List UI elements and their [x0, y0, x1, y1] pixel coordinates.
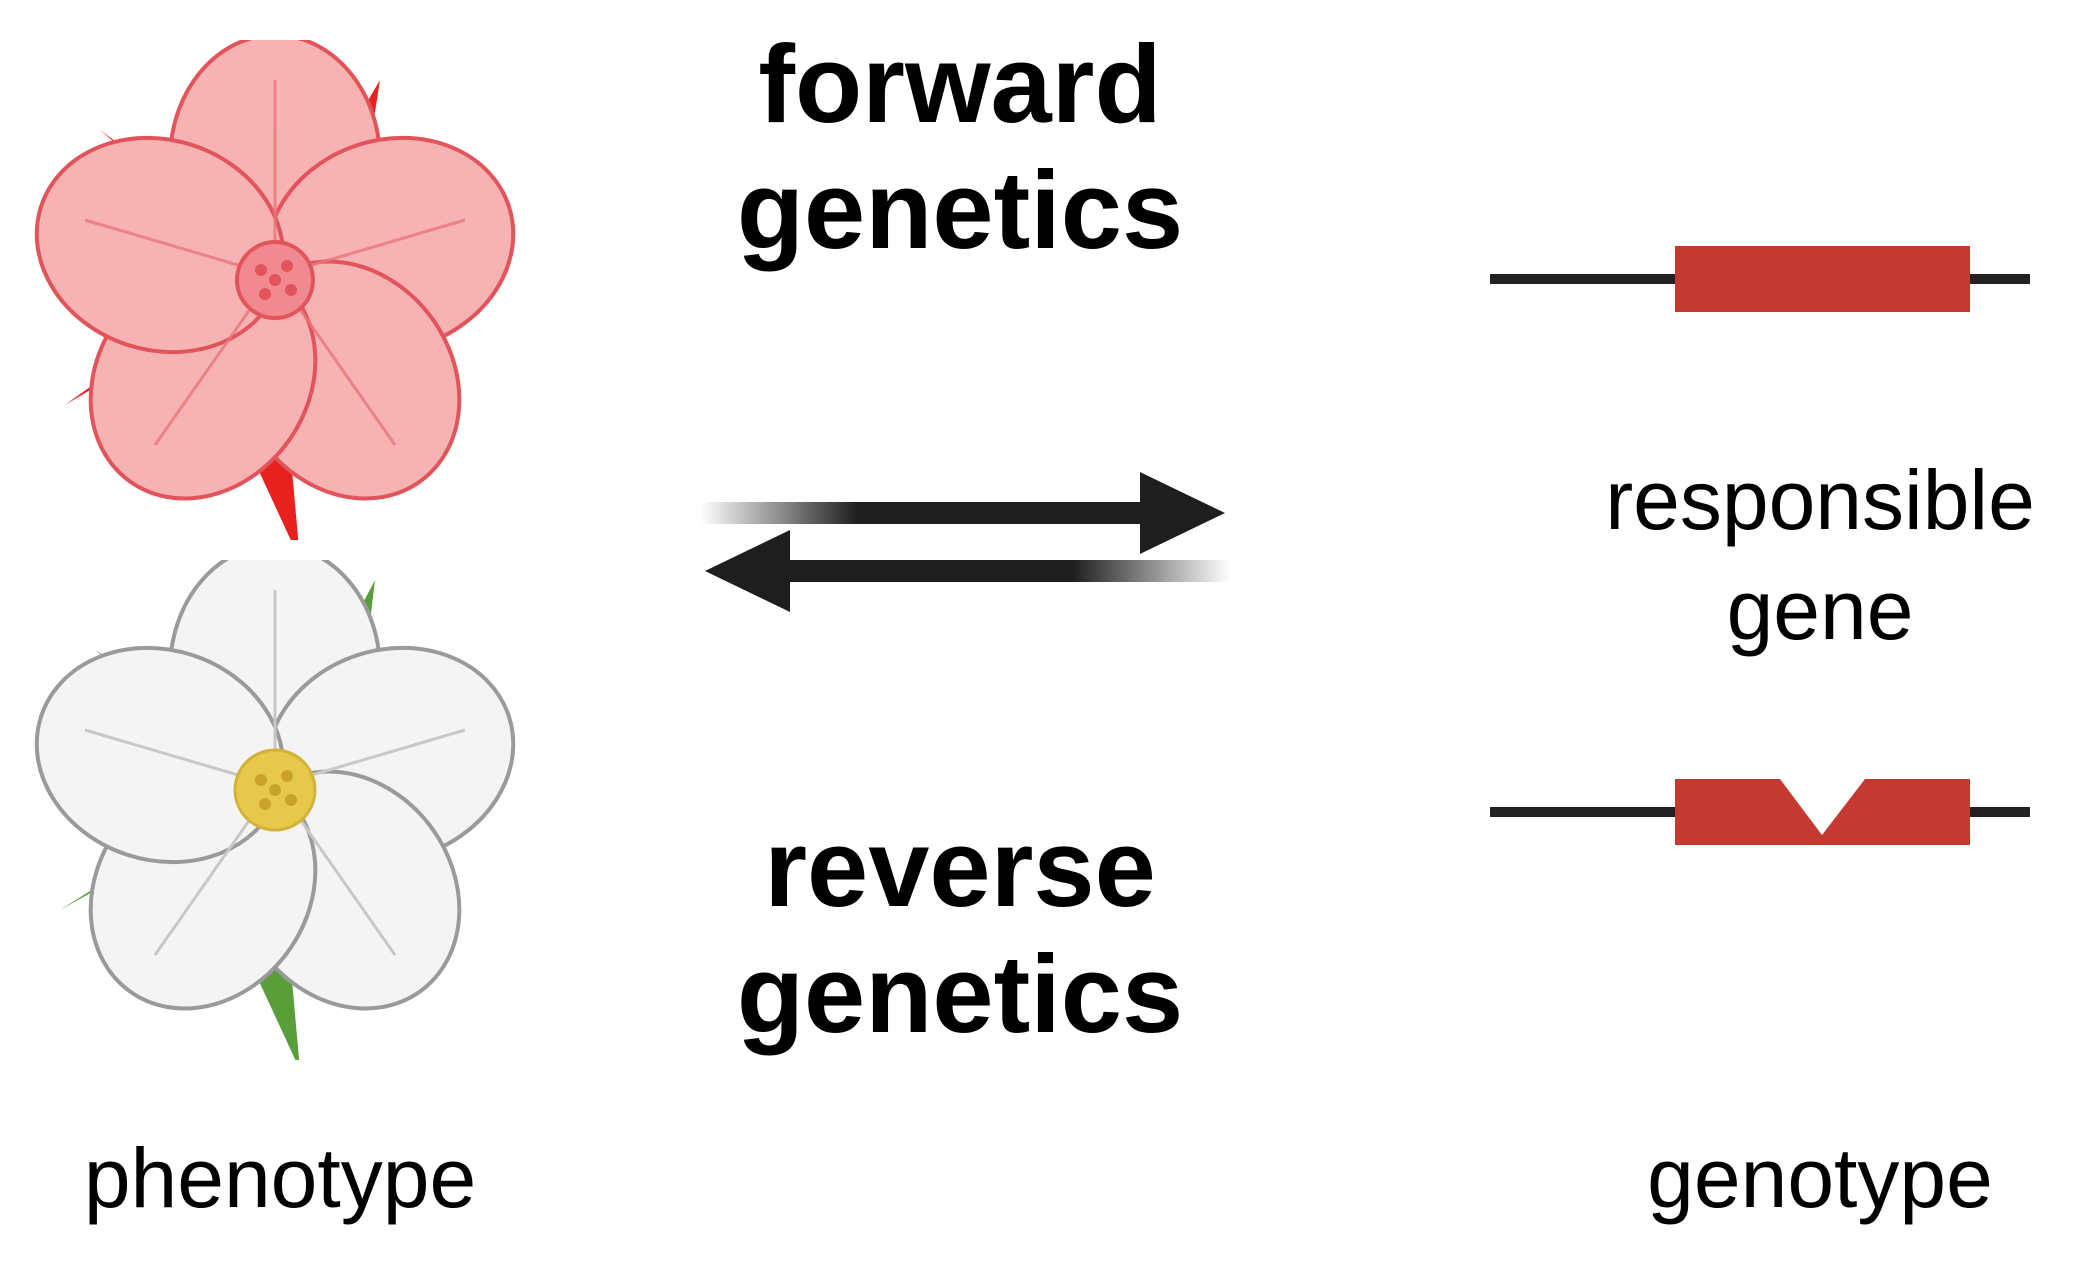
red-flower-icon [34, 40, 516, 540]
phenotype-label: phenotype [83, 1131, 477, 1225]
forward-genetics-label: forward genetics [660, 22, 1260, 274]
forward-arrow-icon [700, 472, 1225, 554]
genotype-label: genotype [1647, 1131, 1993, 1225]
reverse-arrow-icon [705, 530, 1230, 612]
mutated-gene-icon [1490, 779, 2030, 845]
responsible-gene-label: responsible gene [1560, 445, 2078, 665]
reverse-genetics-label: reverse genetics [660, 806, 1260, 1058]
white-flower-icon [34, 560, 516, 1060]
forward-line1: forward [758, 23, 1162, 146]
reverse-line2: genetics [736, 933, 1184, 1056]
bidirectional-arrows [700, 472, 1230, 612]
responsible-line1: responsible [1605, 453, 2035, 547]
forward-line2: genetics [736, 149, 1184, 272]
reverse-line1: reverse [764, 807, 1156, 930]
responsible-line2: gene [1726, 563, 1914, 657]
gene-icon [1490, 246, 2030, 312]
